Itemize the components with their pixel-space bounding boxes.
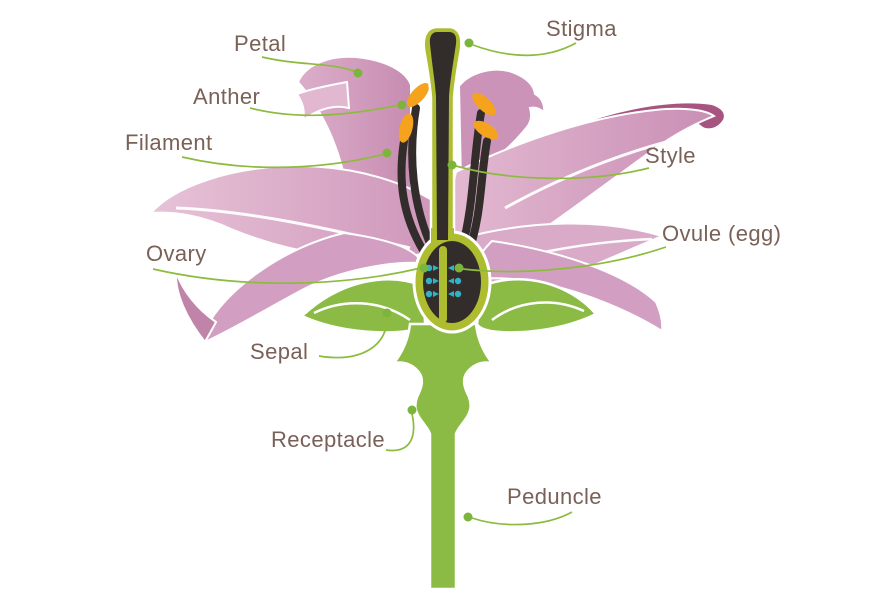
label-receptacle: Receptacle xyxy=(271,427,386,452)
leader-line-filament xyxy=(181,153,386,169)
ovule xyxy=(454,277,462,285)
ovule xyxy=(425,290,433,298)
label-filament: Filament xyxy=(125,130,213,155)
leader-dot-filament xyxy=(382,148,392,158)
label-ovule: Ovule (egg) xyxy=(662,221,782,246)
sepal-left xyxy=(299,278,427,334)
label-petal: Petal xyxy=(234,31,287,56)
sepal-right-vein xyxy=(491,301,585,322)
leader-line-anther xyxy=(249,104,400,117)
petal-right-large-vein xyxy=(504,132,701,210)
ovule-tail xyxy=(448,265,454,271)
leader-line-stigma xyxy=(472,42,577,57)
leader-dot-ovary xyxy=(419,263,429,273)
leader-lines xyxy=(152,42,667,526)
leader-dot-peduncle xyxy=(463,512,473,522)
ovule-tail xyxy=(433,278,439,284)
leader-line-receptacle xyxy=(385,413,415,452)
anther-left-upper xyxy=(406,83,430,107)
leader-dot-sepal xyxy=(382,308,392,318)
leader-dot-stigma xyxy=(464,38,474,48)
label-peduncle: Peduncle xyxy=(507,484,602,509)
leader-line-ovule xyxy=(462,246,667,273)
anther-right-upper xyxy=(472,92,496,116)
petal-upper-left-flap xyxy=(295,80,351,123)
ovary-central-axis xyxy=(439,246,447,323)
sepal-left-vein xyxy=(313,301,411,322)
stigma-and-style-canal xyxy=(429,32,457,240)
label-sepal: Sepal xyxy=(250,339,309,364)
ovule xyxy=(425,277,433,285)
ovule xyxy=(454,290,462,298)
leader-line-peduncle xyxy=(471,511,573,526)
ovule-row-3 xyxy=(425,290,462,298)
anther-right-lower xyxy=(473,120,499,140)
ovule-row-2 xyxy=(425,277,462,285)
leader-dots xyxy=(353,38,474,522)
leader-line-sepal xyxy=(318,316,388,359)
ovule-tail xyxy=(448,291,454,297)
label-anther: Anther xyxy=(193,84,261,109)
label-ovary: Ovary xyxy=(146,241,207,266)
sepal-right xyxy=(475,278,599,334)
anther-left-lower xyxy=(398,113,414,143)
leader-dot-anther xyxy=(397,100,407,110)
leader-line-ovary xyxy=(152,267,422,285)
label-stigma: Stigma xyxy=(546,16,617,41)
leader-line-style xyxy=(455,165,650,180)
petal-left-lower-sliver xyxy=(174,271,218,344)
ovule-tail xyxy=(433,265,439,271)
leader-dot-style xyxy=(447,160,457,170)
receptacle-and-peduncle xyxy=(391,322,495,591)
leader-dot-receptacle xyxy=(407,405,417,415)
filament-left-outer xyxy=(397,137,428,256)
leader-line-petal xyxy=(261,56,357,73)
anthers xyxy=(398,83,499,143)
ovule-tail xyxy=(448,278,454,284)
filament-left-inner xyxy=(408,104,437,254)
leader-dot-petal xyxy=(353,68,363,78)
ovule-tail xyxy=(433,291,439,297)
leader-dot-ovule xyxy=(454,263,464,273)
label-style: Style xyxy=(645,143,696,168)
